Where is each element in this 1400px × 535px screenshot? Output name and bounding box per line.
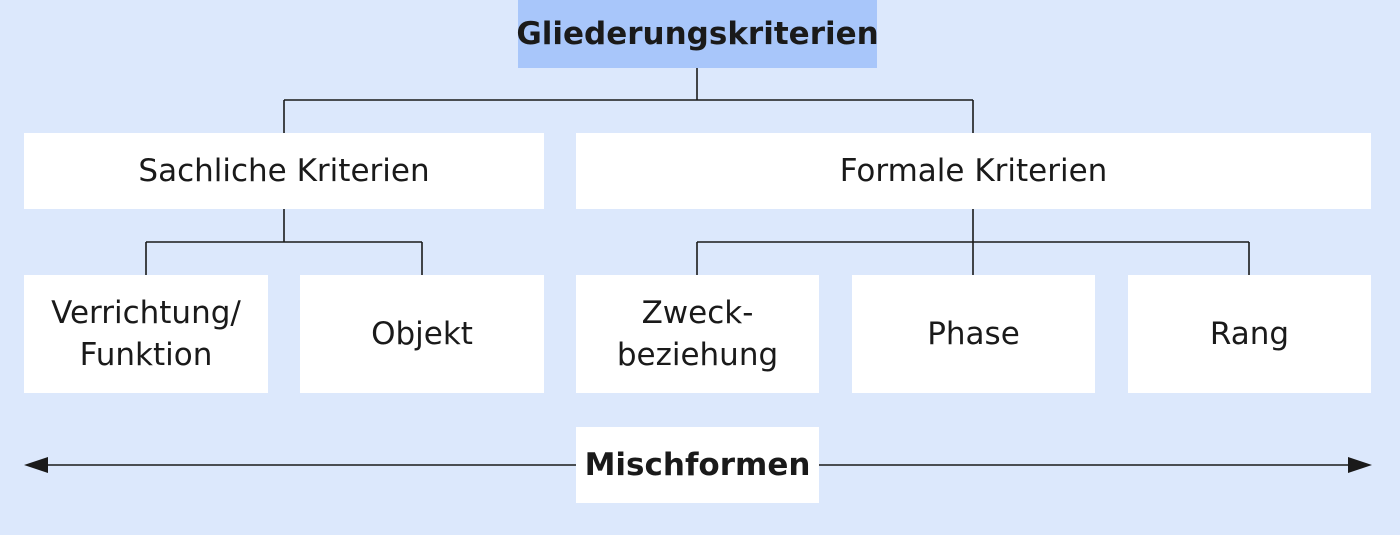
group-label: Sachliche Kriterien [138,153,430,189]
root-node: Gliederungskriterien [516,0,879,68]
leaf-label: Rang [1209,316,1290,352]
group-node-sachlich: Sachliche Kriterien [24,133,544,209]
leaf-node-zweckbeziehung: Zweck- beziehung [576,275,819,393]
leaf-label: Phase [927,316,1020,352]
leaf-label: Zweck- beziehung [616,295,779,373]
mixed-forms-node: Mischformen [576,427,819,503]
root-label: Gliederungskriterien [516,16,879,52]
leaf-node-rang: Rang [1128,275,1371,393]
leaf-label: Objekt [371,316,473,352]
mixed-forms-label: Mischformen [584,447,811,483]
group-label: Formale Kriterien [839,153,1108,189]
group-node-formal: Formale Kriterien [576,133,1371,209]
leaf-label: Verrichtung/ Funktion [51,295,241,373]
leaf-node-objekt: Objekt [300,275,544,393]
leaf-node-phase: Phase [852,275,1095,393]
leaf-node-verrichtung: Verrichtung/ Funktion [24,275,268,393]
arrow-right-icon [1348,457,1372,473]
arrow-left-icon [24,457,48,473]
